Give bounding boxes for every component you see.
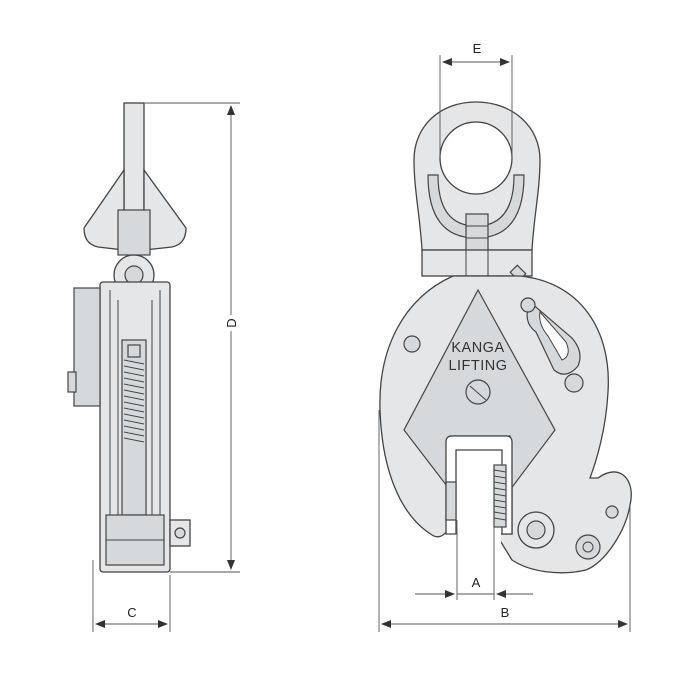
front-shackle-saddle — [427, 174, 525, 239]
side-view — [67, 102, 191, 573]
front-lock-button — [605, 505, 619, 519]
front-slot-pin — [520, 297, 536, 313]
dimension-b: B — [378, 410, 631, 632]
front-hole-right — [564, 373, 584, 393]
side-stub — [67, 371, 77, 393]
dimension-d: D — [144, 102, 240, 573]
side-cam-block — [73, 287, 101, 407]
dimension-a: A — [415, 520, 533, 600]
front-hole-left — [403, 335, 421, 353]
front-cam-pivot-center — [526, 520, 546, 540]
dimension-c: C — [92, 560, 171, 632]
side-gusset-left — [83, 167, 125, 251]
front-eye-hole — [439, 121, 513, 195]
side-spring — [123, 359, 145, 443]
side-spring-cap — [127, 344, 141, 358]
dimension-e-label: E — [473, 41, 482, 56]
dimension-e: E — [439, 41, 513, 158]
front-view: KANGA LIFTING — [379, 101, 632, 574]
front-center-pin — [465, 379, 491, 405]
brand-line-2: LIFTING — [448, 358, 507, 374]
dimension-a-label: A — [472, 575, 481, 590]
dimension-c-label: C — [127, 605, 136, 620]
front-fixed-pad — [445, 481, 457, 521]
side-gusset-core — [117, 209, 151, 256]
side-pivot-pin — [124, 265, 144, 285]
dimension-b-label: B — [501, 605, 510, 620]
brand-line-1: KANGA — [451, 340, 504, 356]
dimension-d-label: D — [224, 318, 239, 327]
side-gusset-right — [143, 167, 187, 251]
front-lock-knob — [575, 534, 601, 560]
side-lock-pin — [174, 527, 186, 539]
side-shackle-bar — [123, 102, 145, 222]
